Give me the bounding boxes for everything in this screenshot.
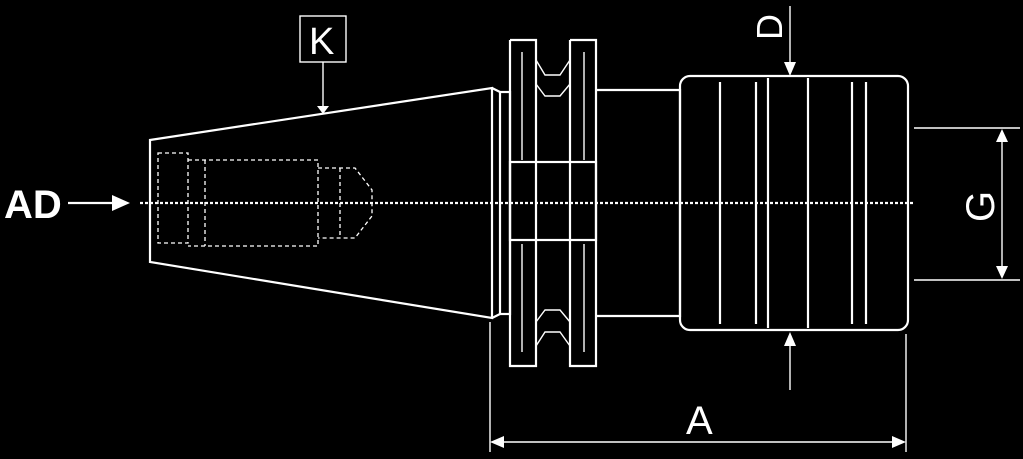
a-dimension bbox=[489, 322, 907, 452]
label-k: K bbox=[309, 21, 334, 63]
inner-bore-hidden bbox=[157, 152, 373, 247]
label-d: D bbox=[749, 14, 790, 40]
label-a: A bbox=[686, 399, 713, 443]
collet-nut bbox=[678, 74, 910, 332]
label-ad: AD bbox=[4, 183, 62, 227]
g-dimension bbox=[914, 127, 1020, 281]
flange bbox=[498, 38, 598, 368]
k-leader-dot bbox=[317, 106, 329, 114]
d-dimension bbox=[784, 6, 796, 390]
ad-arrow bbox=[68, 195, 130, 211]
label-g: G bbox=[959, 191, 1003, 222]
